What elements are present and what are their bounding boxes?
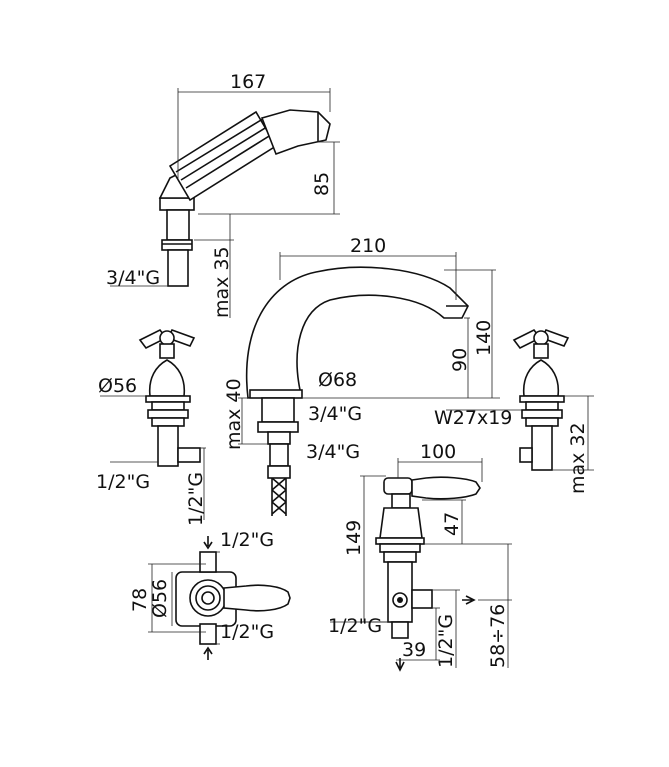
handshower-width-label: 167 [230, 71, 266, 93]
spout-height-total-label: 140 [473, 320, 495, 356]
left-valve-drawing [138, 328, 201, 467]
spout-width-label: 210 [350, 235, 386, 257]
mixer-top-drawing [175, 536, 291, 660]
handshower-max-depth-label: max 35 [211, 246, 233, 318]
left-valve-thread-vertical-label: 1/2"G [185, 472, 207, 526]
mixer-range-label: 58÷76 [487, 604, 509, 668]
spout-diameter-label: Ø68 [318, 369, 357, 391]
right-valve-nut-label: W27x19 [434, 407, 512, 429]
mixer-side-drawing [375, 476, 481, 672]
mixer-height-body-label: 47 [441, 512, 463, 536]
spout-thread-top-label: 3/4"G [308, 403, 362, 425]
handshower-height-label: 85 [311, 172, 333, 196]
mixer-offset-label: 39 [402, 639, 426, 661]
mixer-thread-left-label: 1/2"G [328, 615, 382, 637]
mixer-top-diameter-label: Ø56 [149, 579, 171, 618]
right-valve-drawing [512, 328, 570, 471]
mixer-side-dimensions: 100 149 47 1/2"G 39 1/2"G 58÷76 [328, 441, 512, 668]
right-valve-max-depth-label: max 32 [567, 422, 589, 494]
mixer-lever-reach-label: 100 [420, 441, 456, 463]
left-valve-dimensions: Ø56 1/2"G 1/2"G [96, 375, 207, 526]
left-valve-thread-side-label: 1/2"G [96, 471, 150, 493]
spout-dimensions: 210 140 90 Ø68 3/4"G 3/4"G max 40 [223, 235, 500, 463]
spout-max-depth-label: max 40 [223, 378, 245, 450]
mixer-top-thread-top-label: 1/2"G [220, 529, 274, 551]
spout-thread-bottom-label: 3/4"G [306, 441, 360, 463]
mixer-thread-vertical-label: 1/2"G [435, 614, 457, 668]
mixer-top-depth-label: 78 [129, 588, 151, 612]
spout-height-outlet-label: 90 [449, 348, 471, 372]
mixer-height-total-label: 149 [343, 520, 365, 556]
handshower-dimensions: 167 85 3/4"G max 35 [106, 71, 340, 318]
handshower-drawing [158, 109, 331, 287]
mixer-top-dimensions: 78 Ø56 1/2"G 1/2"G [129, 529, 274, 645]
handshower-thread-label: 3/4"G [106, 267, 160, 289]
left-valve-diameter-label: Ø56 [98, 375, 137, 397]
mixer-top-thread-bottom-label: 1/2"G [220, 621, 274, 643]
right-valve-dimensions: W27x19 max 32 [434, 395, 594, 494]
spout-drawing [245, 266, 469, 516]
